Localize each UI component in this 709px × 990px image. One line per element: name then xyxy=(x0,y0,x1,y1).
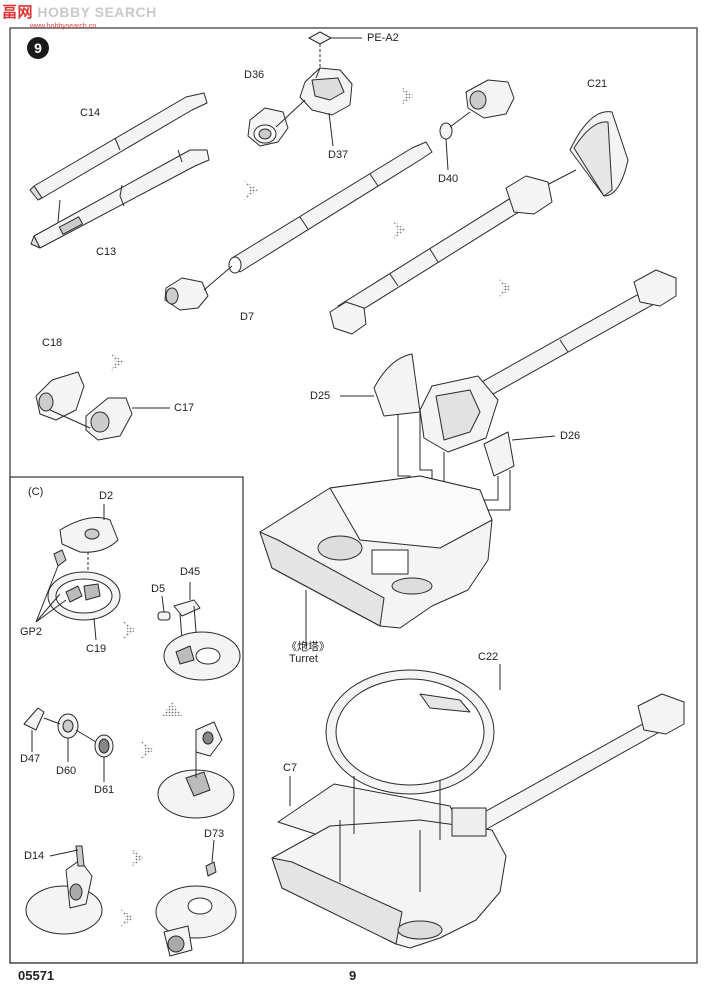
label-c13: C13 xyxy=(96,246,117,258)
label-d60: D60 xyxy=(56,765,77,777)
label-pe-a2: PE-A2 xyxy=(367,32,399,44)
label-c17: C17 xyxy=(174,402,195,414)
kit-number: 05571 xyxy=(18,968,55,983)
label-c22: C22 xyxy=(478,651,499,663)
turret-ring-assembly-1 xyxy=(163,631,241,681)
hobby-search-watermark: 畐网 HOBBY SEARCH xyxy=(2,5,157,20)
leader-line xyxy=(275,99,306,128)
d61-part xyxy=(94,734,114,758)
d73-assembly xyxy=(155,861,237,957)
label-d47: D47 xyxy=(20,753,41,765)
d2-part xyxy=(59,517,119,553)
leader-line xyxy=(544,169,577,187)
d14-assembly xyxy=(25,845,103,935)
label-d26: D26 xyxy=(560,430,581,442)
leader-line xyxy=(35,565,97,641)
c19-turret-ring-plate xyxy=(47,571,121,621)
leader-line xyxy=(211,839,215,863)
label-d5: D5 xyxy=(151,583,166,595)
barrel-assembly-2 xyxy=(477,269,677,399)
muzzle-brake-part xyxy=(164,277,209,311)
step-number-badge: 9 xyxy=(27,37,49,59)
watermark-site: www.hobbysearch.cn xyxy=(30,23,97,30)
label-c18: C18 xyxy=(42,337,63,349)
watermark-cn: 畐 xyxy=(2,4,18,21)
turret-body xyxy=(259,475,493,629)
label-d2: D2 xyxy=(99,490,114,502)
leader-line xyxy=(328,112,334,147)
turret-ring-c22 xyxy=(325,669,495,795)
d7-barrel xyxy=(228,141,433,274)
leader-line xyxy=(445,138,449,171)
label-d73: D73 xyxy=(204,828,225,840)
watermark-en: HOBBY SEARCH xyxy=(37,4,157,20)
leader-line xyxy=(161,595,165,613)
label-d40: D40 xyxy=(438,173,459,185)
d37-part xyxy=(299,67,353,116)
turret-lower-body xyxy=(271,819,507,949)
label-d45: D45 xyxy=(180,566,201,578)
label-d7: D7 xyxy=(240,311,255,323)
c21-mantlet-cover xyxy=(569,111,629,197)
leader-line xyxy=(49,849,79,857)
d47-part xyxy=(23,707,45,731)
turret-ring-assembly-2 xyxy=(157,721,235,819)
d45-bracket xyxy=(173,599,201,641)
mantlet xyxy=(419,375,499,453)
watermark-cn-2: 网 xyxy=(17,4,34,21)
d36-part xyxy=(247,107,289,147)
c17-part xyxy=(85,397,133,441)
label-turret-en: Turret xyxy=(289,653,318,665)
label-d37: D37 xyxy=(328,149,349,161)
leader-line xyxy=(31,717,105,782)
c18-part xyxy=(35,371,85,421)
leader-line xyxy=(119,184,123,197)
label-d14: D14 xyxy=(24,850,45,862)
label-d61: D61 xyxy=(94,784,115,796)
pe-a2-part xyxy=(308,31,332,45)
d40-part xyxy=(439,122,453,140)
c13-barrel-half xyxy=(30,149,210,249)
inset-frame xyxy=(9,476,244,964)
gp2-part xyxy=(53,549,67,567)
inset-label: (C) xyxy=(28,486,44,498)
leader-line xyxy=(177,149,183,163)
label-d36: D36 xyxy=(244,69,265,81)
page-number: 9 xyxy=(349,968,357,983)
leader-line xyxy=(57,199,61,223)
assembly-direction-arrows xyxy=(110,86,512,928)
label-c14: C14 xyxy=(80,107,101,119)
barrel-assembly-3 xyxy=(451,693,685,837)
leader-line xyxy=(49,409,91,429)
d5-part xyxy=(157,611,171,621)
label-d25: D25 xyxy=(310,390,331,402)
barrel-assembly-1 xyxy=(329,175,553,335)
label-turret-cn: 《炮塔》 xyxy=(286,641,330,653)
d60-part xyxy=(57,713,79,739)
c14-barrel-half xyxy=(29,92,208,201)
label-gp2: GP2 xyxy=(20,626,43,638)
assembly-guides xyxy=(339,776,441,892)
d26-side-plate xyxy=(483,431,515,477)
breech-assembly xyxy=(465,79,515,119)
leader-line xyxy=(449,111,471,128)
d25-side-plate xyxy=(373,353,421,417)
label-c19: C19 xyxy=(86,643,107,655)
leader-line xyxy=(203,265,233,291)
label-c21: C21 xyxy=(587,78,608,90)
label-c7: C7 xyxy=(283,762,298,774)
leader-line xyxy=(511,435,556,441)
